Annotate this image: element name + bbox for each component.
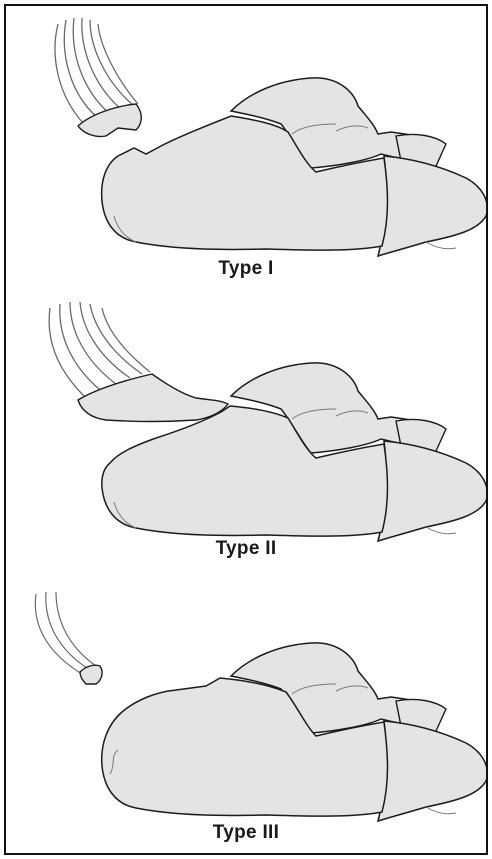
avulsed-fragment: [78, 374, 228, 422]
cuboid: [378, 721, 486, 821]
figure-frame: Type I: [4, 4, 488, 855]
label-type-1: Type I: [6, 258, 486, 280]
cuboid: [378, 441, 486, 541]
type-2-illustration: [6, 288, 486, 568]
label-type-2: Type II: [6, 538, 486, 560]
avulsed-fragment: [78, 104, 141, 137]
panel-type-3: Type III: [6, 574, 486, 854]
panel-type-1: Type I: [6, 6, 486, 286]
type-1-illustration: [6, 6, 486, 286]
label-type-3: Type III: [6, 822, 486, 844]
avulsed-fragment: [80, 665, 102, 684]
type-3-illustration: [6, 574, 486, 854]
panel-type-2: Type II: [6, 288, 486, 568]
achilles-tendon: [35, 592, 96, 674]
cuboid: [378, 156, 486, 256]
